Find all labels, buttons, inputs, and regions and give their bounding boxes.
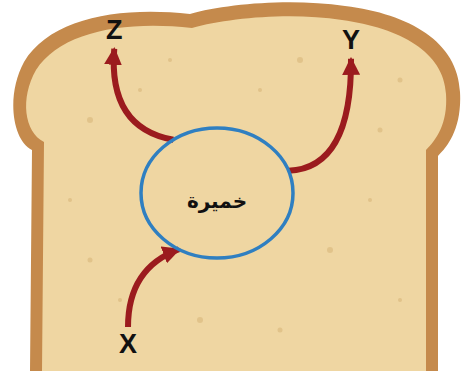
bread-crumb bbox=[26, 16, 446, 371]
output-label: Y bbox=[340, 26, 362, 56]
letter-label: X bbox=[117, 330, 139, 360]
letter-label: Z bbox=[104, 16, 125, 46]
output-label: Z bbox=[104, 16, 125, 46]
flow-arrow bbox=[128, 249, 179, 327]
letter-label: Y bbox=[340, 26, 362, 56]
input-label: X bbox=[117, 330, 139, 360]
flow-arrow bbox=[288, 59, 351, 171]
yeast-circle: خميرة bbox=[139, 126, 295, 260]
bread-crust bbox=[13, 2, 460, 371]
circle-outline bbox=[141, 128, 293, 258]
node-title: خميرة bbox=[187, 189, 247, 213]
flow-arrow bbox=[114, 49, 174, 140]
